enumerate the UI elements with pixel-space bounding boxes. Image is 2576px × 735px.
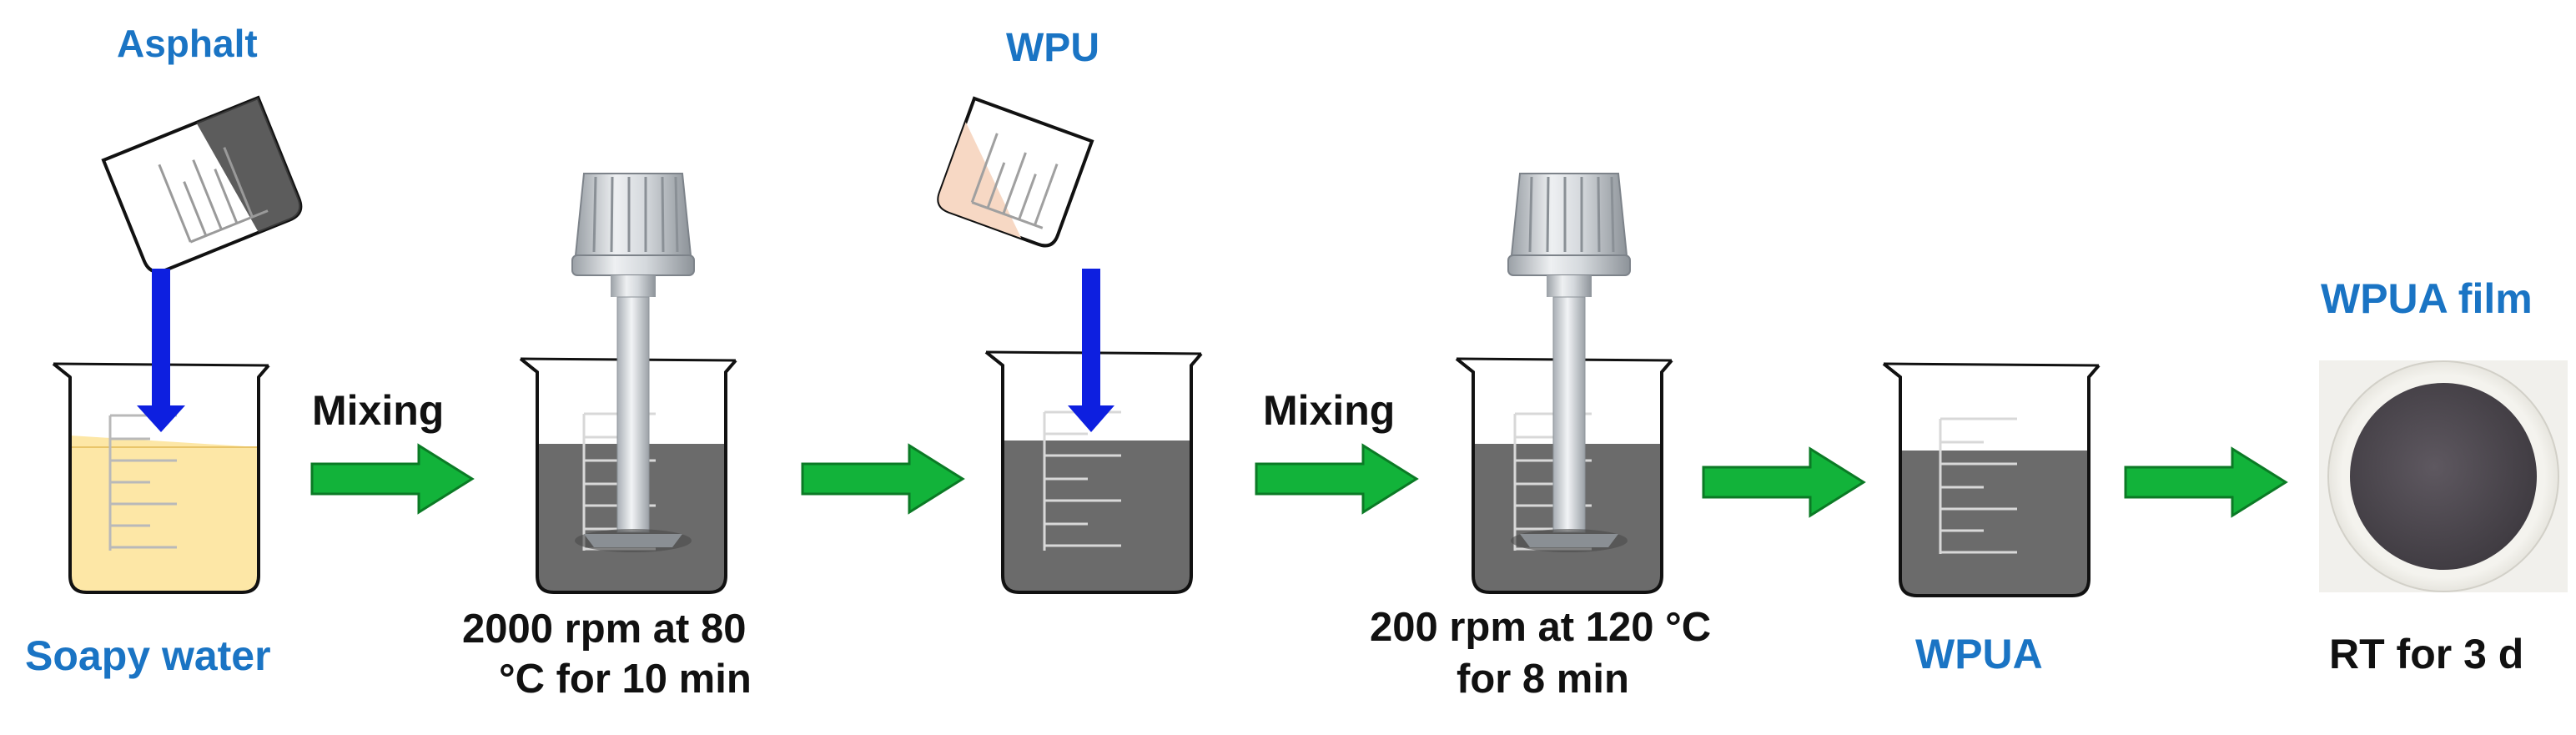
pour-arrow-icon bbox=[152, 269, 170, 407]
process-arrow-icon bbox=[2124, 446, 2288, 518]
label-condition-2a: 200 rpm at 120 °C bbox=[1370, 605, 1712, 650]
overhead-stirrer-icon bbox=[1507, 173, 1631, 552]
beaker-add-wpu bbox=[984, 350, 1203, 594]
process-arrow-icon bbox=[1255, 443, 1419, 515]
pour-arrow-head bbox=[137, 405, 185, 432]
label-rt: RT for 3 d bbox=[2329, 631, 2524, 677]
film-sample-photo bbox=[2319, 360, 2568, 592]
label-wpua-film: WPUA film bbox=[2321, 275, 2533, 322]
pouring-beaker-icon bbox=[937, 96, 1094, 248]
label-condition-2b: for 8 min bbox=[1457, 657, 1629, 702]
label-asphalt: Asphalt bbox=[117, 22, 258, 65]
process-arrow-icon bbox=[1702, 446, 1866, 518]
pouring-beaker-icon bbox=[101, 95, 303, 274]
overhead-stirrer-icon bbox=[571, 173, 695, 552]
label-condition-1b: °C for 10 min bbox=[499, 657, 752, 702]
pour-arrow-icon bbox=[1082, 269, 1100, 407]
label-mixing-2: Mixing bbox=[1263, 387, 1396, 434]
label-wpua: WPUA bbox=[1915, 631, 2043, 677]
label-wpu: WPU bbox=[1006, 26, 1099, 70]
process-arrow-icon bbox=[310, 443, 475, 515]
label-condition-1a: 2000 rpm at 80 bbox=[462, 607, 747, 652]
beaker-wpua bbox=[1882, 362, 2101, 597]
label-mixing-1: Mixing bbox=[312, 387, 445, 434]
label-soapy-water: Soapy water bbox=[25, 632, 271, 679]
process-arrow-icon bbox=[801, 443, 965, 515]
pour-arrow-head bbox=[1068, 405, 1114, 432]
beaker-soapy-water bbox=[52, 362, 270, 594]
